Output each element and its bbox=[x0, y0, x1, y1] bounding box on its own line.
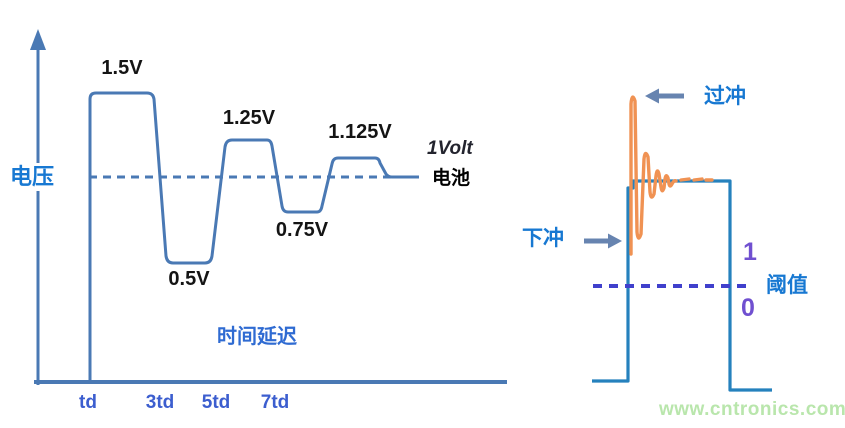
undershoot-arrow-icon bbox=[584, 233, 622, 249]
watermark: www.cntronics.com bbox=[659, 399, 845, 420]
level-label-0-75v: 0.75V bbox=[275, 219, 329, 241]
level-label-0-5v: 0.5V bbox=[168, 268, 210, 290]
voltage-axis bbox=[30, 29, 507, 385]
level-label-1-125v: 1.125V bbox=[328, 121, 392, 143]
x-tick-5td: 5td bbox=[201, 392, 231, 413]
undershoot-label: 下冲 bbox=[522, 227, 564, 250]
logic-pulse-waveform bbox=[592, 179, 772, 392]
level-label-1-5v: 1.5V bbox=[101, 57, 143, 79]
logic-high-label: 1 bbox=[743, 238, 757, 266]
ringing-staircase-waveform bbox=[88, 91, 411, 382]
reference-voltage-label: 1Volt bbox=[427, 138, 473, 159]
battery-label: 电池 bbox=[429, 168, 474, 190]
x-tick-3td: 3td bbox=[145, 392, 175, 413]
x-axis-label: 时间延迟 bbox=[217, 326, 297, 348]
level-label-1-25v: 1.25V bbox=[222, 107, 276, 129]
logic-low-label: 0 bbox=[741, 294, 755, 322]
ringing-oscillation-trace bbox=[629, 95, 714, 256]
overshoot-label: 过冲 bbox=[704, 85, 746, 108]
y-axis-label: 电压 bbox=[6, 163, 59, 192]
x-tick-7td: 7td bbox=[260, 392, 290, 413]
overshoot-arrow-icon bbox=[645, 88, 684, 104]
x-tick-td: td bbox=[79, 392, 97, 413]
axis-arrowhead-icon bbox=[30, 29, 46, 50]
threshold-label: 阈值 bbox=[766, 274, 808, 297]
